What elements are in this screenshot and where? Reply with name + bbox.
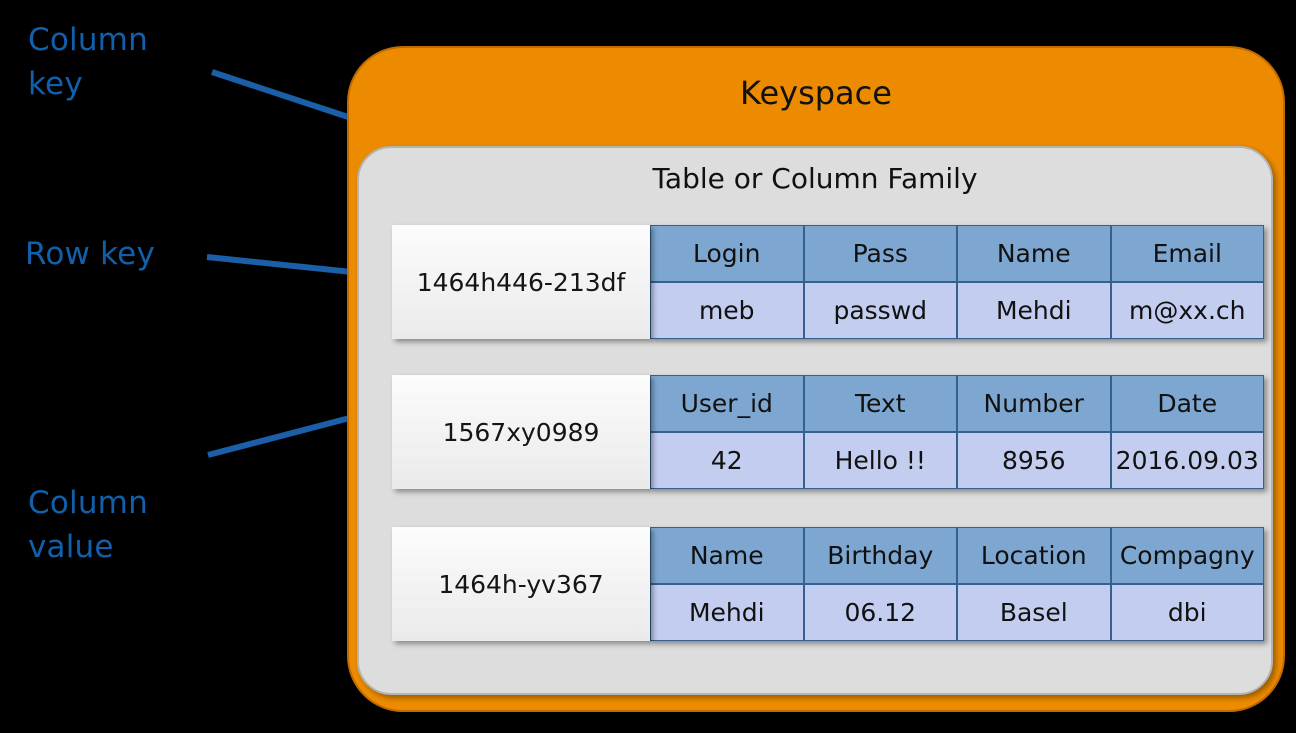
table-row: 1464h-yv367 Name Birthday Location Compa… xyxy=(392,527,1264,641)
column-value-cell: Hello !! xyxy=(803,432,957,489)
column-value-cell: meb xyxy=(650,282,804,339)
row-columns: User_id Text Number Date 42 Hello !! 895… xyxy=(650,375,1264,489)
column-key-cell: Pass xyxy=(803,225,957,282)
column-value-cell: 2016.09.03 xyxy=(1110,432,1264,489)
column-value-cell: Mehdi xyxy=(650,584,804,641)
table-row: 1567xy0989 User_id Text Number Date 42 H… xyxy=(392,375,1264,489)
column-key-cell: Location xyxy=(957,527,1111,584)
row-columns: Name Birthday Location Compagny Mehdi 06… xyxy=(650,527,1264,641)
row-key-cell: 1464h446-213df xyxy=(392,225,650,339)
column-key-cell: Name xyxy=(957,225,1111,282)
column-key-line: User_id Text Number Date xyxy=(650,375,1264,432)
keyspace-title: Keyspace xyxy=(740,74,892,112)
column-value-cell: 06.12 xyxy=(803,584,957,641)
column-key-line: Login Pass Name Email xyxy=(650,225,1264,282)
column-key-cell: Login xyxy=(650,225,804,282)
column-key-cell: Birthday xyxy=(803,527,957,584)
column-value-cell: dbi xyxy=(1110,584,1264,641)
column-key-cell: Compagny xyxy=(1110,527,1264,584)
column-family-panel: Table or Column Family 1464h446-213df Lo… xyxy=(357,146,1273,695)
row-key-cell: 1567xy0989 xyxy=(392,375,650,489)
column-value-cell: 8956 xyxy=(957,432,1111,489)
column-value-cell: Mehdi xyxy=(957,282,1111,339)
column-value-line: 42 Hello !! 8956 2016.09.03 xyxy=(650,432,1264,489)
column-key-cell: Number xyxy=(957,375,1111,432)
column-value-line: Mehdi 06.12 Basel dbi xyxy=(650,584,1264,641)
column-value-line: meb passwd Mehdi m@xx.ch xyxy=(650,282,1264,339)
row-columns: Login Pass Name Email meb passwd Mehdi m… xyxy=(650,225,1264,339)
annotation-row-key: Row key xyxy=(25,236,155,272)
column-key-cell: User_id xyxy=(650,375,804,432)
column-key-cell: Name xyxy=(650,527,804,584)
keyspace-container: Keyspace Table or Column Family 1464h446… xyxy=(347,46,1285,712)
annotation-column-value: Column value xyxy=(28,485,148,566)
column-value-cell: passwd xyxy=(803,282,957,339)
table-row: 1464h446-213df Login Pass Name Email meb… xyxy=(392,225,1264,339)
column-key-line: Name Birthday Location Compagny xyxy=(650,527,1264,584)
annotation-column-key: Column key xyxy=(28,22,148,103)
column-key-cell: Email xyxy=(1110,225,1264,282)
column-value-cell: Basel xyxy=(957,584,1111,641)
column-key-cell: Date xyxy=(1110,375,1264,432)
column-family-title: Table or Column Family xyxy=(652,162,978,195)
column-value-cell: 42 xyxy=(650,432,804,489)
column-key-cell: Text xyxy=(803,375,957,432)
row-key-cell: 1464h-yv367 xyxy=(392,527,650,641)
column-value-cell: m@xx.ch xyxy=(1110,282,1264,339)
